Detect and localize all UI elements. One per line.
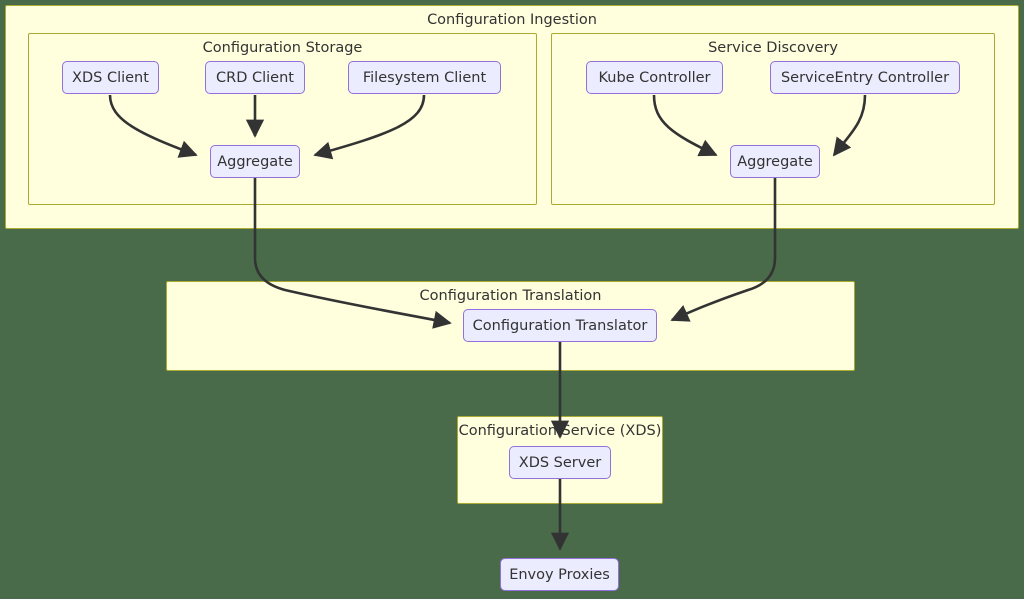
node-label-crd-client: CRD Client [216, 69, 294, 86]
node-configuration-translator[interactable]: Configuration Translator [463, 309, 657, 342]
cluster-label-configuration-ingestion: Configuration Ingestion [427, 12, 597, 28]
node-label-xds-client: XDS Client [72, 69, 149, 86]
node-label-kube-controller: Kube Controller [598, 69, 711, 86]
node-envoy-proxies[interactable]: Envoy Proxies [500, 558, 619, 591]
node-label-envoy-proxies: Envoy Proxies [509, 566, 610, 583]
node-aggregate-discovery[interactable]: Aggregate [730, 145, 820, 178]
node-label-filesystem-client: Filesystem Client [362, 69, 487, 86]
cluster-configuration-storage: Configuration Storage [28, 33, 537, 205]
node-label-configuration-translator: Configuration Translator [472, 317, 648, 334]
node-xds-server[interactable]: XDS Server [509, 446, 611, 479]
node-serviceentry-controller[interactable]: ServiceEntry Controller [770, 61, 960, 94]
node-filesystem-client[interactable]: Filesystem Client [348, 61, 501, 94]
cluster-label-configuration-translation: Configuration Translation [419, 288, 602, 304]
cluster-label-configuration-service-xds: Configuration Service (XDS) [458, 423, 662, 439]
cluster-service-discovery: Service Discovery [551, 33, 995, 205]
cluster-label-service-discovery: Service Discovery [708, 40, 838, 56]
node-label-aggregate-storage: Aggregate [217, 153, 293, 170]
node-crd-client[interactable]: CRD Client [205, 61, 305, 94]
node-kube-controller[interactable]: Kube Controller [586, 61, 723, 94]
node-label-aggregate-discovery: Aggregate [737, 153, 813, 170]
node-label-xds-server: XDS Server [518, 454, 602, 471]
cluster-label-configuration-storage: Configuration Storage [202, 40, 363, 56]
node-label-serviceentry-controller: ServiceEntry Controller [780, 69, 950, 86]
node-aggregate-storage[interactable]: Aggregate [210, 145, 300, 178]
node-xds-client[interactable]: XDS Client [62, 61, 159, 94]
